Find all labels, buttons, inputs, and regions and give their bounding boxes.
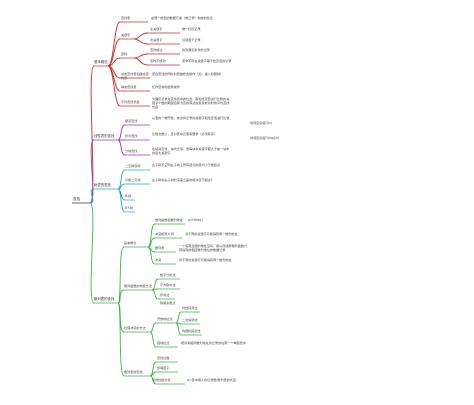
node-conflict[interactable]: 冲突: [155, 258, 162, 262]
note-block: 在块间查找，块内无序，但每块中关键字都大于前一块中的最大关键字: [152, 147, 230, 155]
node-search-success[interactable]: 查找成功: [150, 48, 163, 52]
node-block[interactable]: 分块查找: [125, 149, 138, 153]
note-hash-table: 一个有限连续的地址空间，用以存储按散列函数计算得到的相应散列地址的数据记录: [179, 244, 248, 252]
branch-label-tree[interactable]: 树表的查找: [94, 183, 111, 187]
node-asl[interactable]: 平均查找长度: [121, 100, 140, 104]
node-synonym[interactable]: 冲突和同义词: [155, 232, 174, 236]
node-binary[interactable]: 折半查找: [125, 134, 138, 138]
note-avl: 左子树和右子树的深度之差的绝对值不超过1: [152, 178, 213, 182]
note-static-table: 仅作查询和检索操作: [152, 85, 180, 89]
note-asl: 为确定记录在查找表中的位置，需和给定值进行比较的关键字个数的期望值称为查找算法在…: [152, 97, 230, 109]
node-random-probe[interactable]: 伪随机探测法: [182, 329, 201, 333]
note-hash-function: p=H(key): [188, 218, 203, 222]
note-conflict: 对不同的关键字可能得到同一散列地址: [179, 258, 232, 262]
extra-binary: 时间复杂度O(log2n): [250, 136, 279, 140]
node-digit-analysis[interactable]: 数字分析法: [160, 273, 176, 277]
node-hash-table[interactable]: 散列表: [155, 246, 165, 250]
branch-label-linear[interactable]: 线性表的查找: [94, 134, 115, 138]
extra-sequential: 时间复杂度O(n): [250, 121, 273, 125]
note-primary-key: 唯一标识记录: [182, 27, 201, 31]
node-collision-handling[interactable]: 处理冲突的方法: [124, 326, 146, 330]
note-search-fail: 表中不存在关键字等于给定值的记录: [182, 59, 232, 63]
node-avl[interactable]: 平衡二叉树: [125, 178, 141, 182]
node-bst[interactable]: 二叉排序树: [125, 164, 141, 168]
node-search-fail[interactable]: 查找不成功: [150, 59, 166, 63]
node-hash-basics[interactable]: 基本概念: [124, 241, 137, 245]
note-performance: α=表中填入的记录数/散列表的长度: [187, 378, 236, 382]
node-secondary-key[interactable]: 次关键字: [150, 38, 163, 42]
note-lookup-table: 由同一类型的数据元素（或记录）构成的集合: [151, 16, 213, 20]
node-b-tree[interactable]: B-树: [125, 194, 132, 198]
note-synonym: 对不同的关键字可能得到同一散列地址: [185, 232, 238, 236]
root-label[interactable]: 查找: [73, 197, 81, 201]
node-hash-construct[interactable]: 散列函数的构造方法: [124, 284, 152, 288]
node-hash-function[interactable]: 散列函数和散列地址: [155, 218, 183, 222]
node-linear-probe[interactable]: 线性探测法: [182, 306, 198, 310]
node-performance[interactable]: 查找性能分析: [152, 378, 171, 382]
node-lookup-table[interactable]: 查找表: [121, 16, 131, 20]
note-secondary-key: 识别若干记录: [182, 38, 201, 42]
node-hash-lookup[interactable]: 散列表的查找: [124, 370, 143, 374]
branch-label-basic-concepts[interactable]: 基本概念: [94, 60, 108, 64]
note-sequential: 从表的一端开始，依次将记录的关键字和给定值进行比较: [152, 116, 230, 120]
note-bst: 左子树不空则左子树上所有结点的值均小于根结点: [152, 163, 221, 167]
node-search[interactable]: 查找: [121, 52, 128, 56]
node-static-table[interactable]: 静态查找表: [121, 85, 137, 89]
node-division[interactable]: 除留余数法: [160, 301, 176, 305]
branch-linear-search: [89, 124, 150, 204]
note-chaining: 把具有相同散列地址的记录放在同一个单链表中: [181, 341, 246, 345]
node-mid-square[interactable]: 平方取中法: [160, 283, 176, 287]
node-primary-key[interactable]: 主关键字: [150, 27, 163, 31]
node-sequential[interactable]: 顺序查找: [125, 119, 138, 123]
branch-hash-search: [89, 202, 202, 385]
node-folding[interactable]: 折叠法: [160, 293, 170, 297]
node-open-addressing[interactable]: 开放地址法: [157, 317, 173, 321]
node-dynamic-table[interactable]: 动态查找表和静态查找表: [121, 72, 149, 80]
branch-label-hash[interactable]: 散列表的查找: [94, 297, 115, 301]
branch-basic-concepts: [89, 21, 180, 204]
node-bplus-tree[interactable]: B+树: [125, 206, 133, 210]
branch-tree-search: [89, 169, 150, 213]
node-quadratic-probe[interactable]: 二次探测法: [182, 318, 198, 322]
node-chaining[interactable]: 链地址法: [157, 341, 170, 345]
note-dynamic-table: 若在查找的同时对表做修改操作（如：插入和删除）: [152, 72, 224, 76]
note-search-success: 找到满足条件的记录: [182, 48, 210, 52]
node-keyword[interactable]: 关键字: [121, 33, 131, 37]
node-load-factor[interactable]: 装填因子: [157, 366, 170, 370]
node-lookup-process[interactable]: 查找过程: [157, 356, 170, 360]
note-binary: 比较次数少，且对表中元素有要求（必须有序）: [152, 132, 217, 136]
